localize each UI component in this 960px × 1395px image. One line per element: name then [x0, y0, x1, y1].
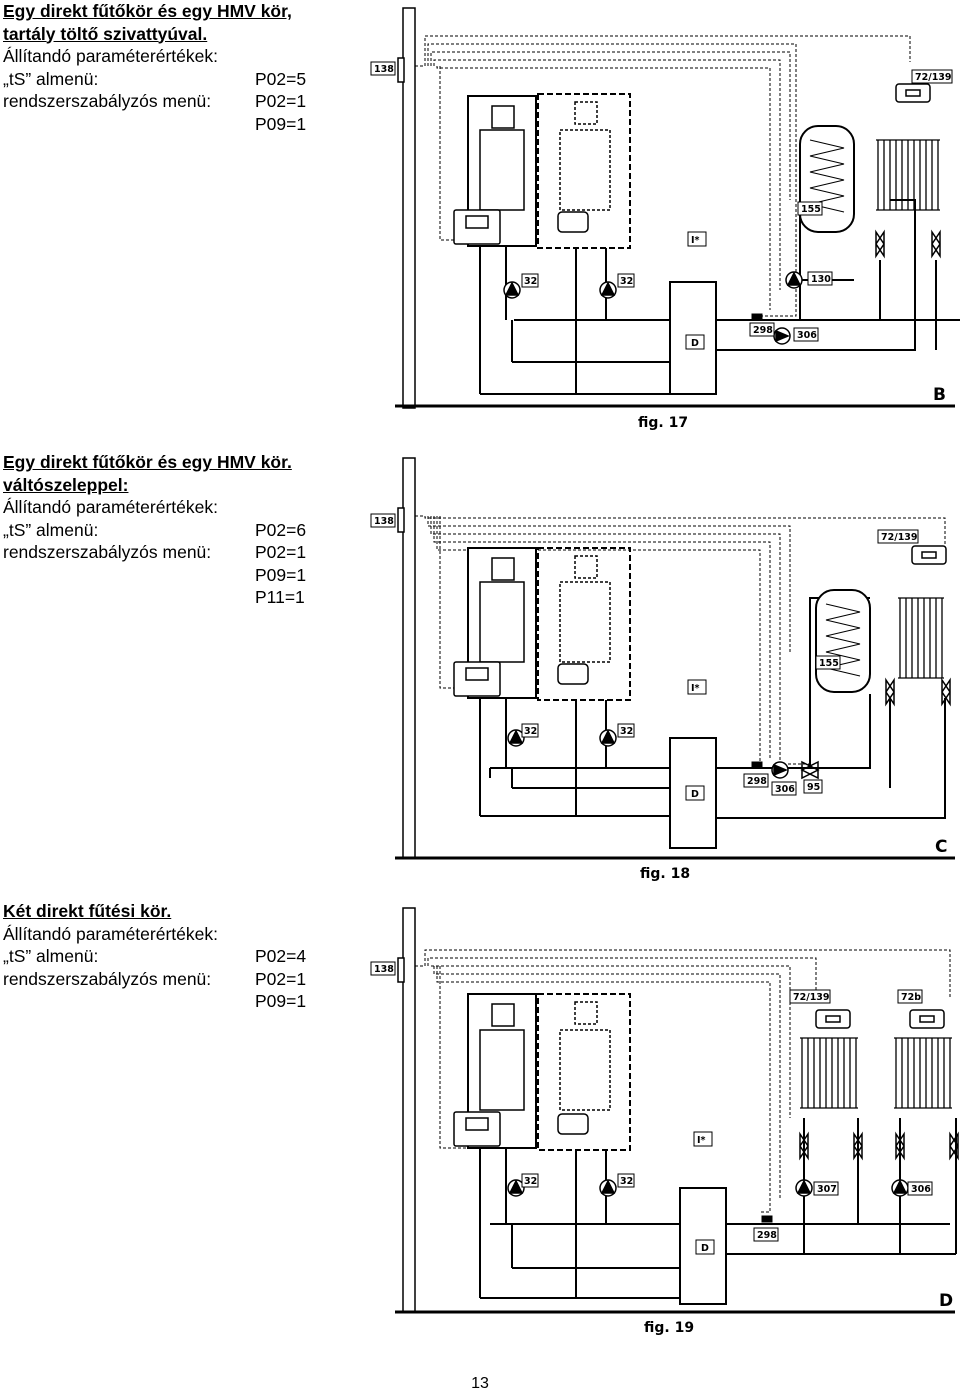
- label-thermostat: 72/139: [881, 532, 918, 543]
- settings-heading: Állítandó paraméterértékek:: [3, 923, 218, 944]
- corner-letter: C: [935, 837, 947, 857]
- figure-caption: fig. 19: [644, 1320, 694, 1336]
- param-label: rendszerszabályzós menü:: [3, 968, 212, 989]
- param-value: P02=5: [255, 68, 307, 89]
- section-1-text: Egy direkt fűtőkör és egy HMV kör, tartá…: [3, 0, 373, 135]
- figure-caption: fig. 18: [640, 866, 690, 882]
- label-separator: D: [691, 338, 699, 349]
- label-outdoor: 298: [747, 776, 767, 787]
- label-pump: 32: [620, 276, 633, 287]
- param-value: P02=1: [255, 968, 307, 989]
- section-title-line: Egy direkt fűtőkör és egy HMV kör.: [3, 452, 292, 472]
- param-label: [3, 586, 255, 609]
- param-label: rendszerszabályzós menü:: [3, 542, 212, 562]
- param-row: P09=1: [3, 113, 373, 136]
- param-row: „tS” almenü: P02=4: [3, 945, 373, 968]
- label-tank-pump: 130: [811, 274, 831, 285]
- section-3-text: Két direkt fűtési kör. Állítandó paramét…: [3, 900, 373, 1013]
- figure-caption: fig. 17: [638, 415, 688, 431]
- label-valve: I*: [691, 683, 700, 694]
- label-138: 138: [374, 964, 394, 975]
- param-value: P09=1: [255, 113, 307, 134]
- page-number: 13: [471, 1375, 489, 1392]
- label-pump: 32: [524, 726, 537, 737]
- label-heat-pump: 306: [797, 330, 817, 341]
- label-138: 138: [374, 64, 394, 75]
- label-thermostat: 72/139: [793, 992, 830, 1003]
- section-2-text: Egy direkt fűtőkör és egy HMV kör. váltó…: [3, 451, 373, 609]
- param-label: rendszerszabályzós menü:: [3, 91, 212, 111]
- section-title-line: Két direkt fűtési kör.: [3, 901, 172, 921]
- param-row: P09=1: [3, 564, 373, 587]
- label-thermostat-2: 72b: [901, 992, 921, 1003]
- label-pump: 32: [620, 726, 633, 737]
- param-label: „tS” almenü:: [3, 519, 99, 540]
- label-pump: 32: [620, 1176, 633, 1187]
- param-value: P02=6: [255, 519, 307, 540]
- param-value: P02=1: [255, 91, 307, 111]
- param-row: „tS” almenü: P02=6: [3, 519, 373, 542]
- label-valve: I*: [691, 235, 700, 246]
- param-label: „tS” almenü:: [3, 946, 99, 966]
- label-heat-pump: 306: [775, 784, 795, 795]
- label-separator: D: [691, 789, 699, 800]
- param-row: P11=1: [3, 586, 373, 609]
- section-title-line: Egy direkt fűtőkör és egy HMV kör,: [3, 1, 292, 21]
- label-pump: 32: [524, 276, 537, 287]
- settings-heading: Állítandó paraméterértékek:: [3, 46, 218, 66]
- param-value: P09=1: [255, 991, 307, 1011]
- corner-letter: D: [939, 1291, 953, 1311]
- param-label: „tS” almenü:: [3, 68, 99, 89]
- corner-letter: B: [933, 385, 946, 405]
- param-row: rendszerszabályzós menü: P02=1: [3, 968, 373, 991]
- label-pump-a: 307: [817, 1184, 837, 1195]
- param-value: P02=1: [255, 542, 307, 562]
- section-title-line: váltószeleppel:: [3, 474, 129, 495]
- param-row: rendszerszabályzós menü: P02=1: [3, 90, 373, 113]
- label-thermostat: 72/139: [915, 72, 952, 83]
- param-row: rendszerszabályzós menü: P02=1: [3, 541, 373, 564]
- figure-18-diagram: 138 72/139 155 32 32 I* 298 306 95 D C f…: [370, 448, 960, 888]
- section-title-line: tartály töltő szivattyúval.: [3, 23, 208, 44]
- param-row: „tS” almenü: P02=5: [3, 68, 373, 91]
- param-row: P09=1: [3, 990, 373, 1013]
- figure-19-diagram: 138 72/139 72b 32 32 I* 298 307 306 D D …: [370, 898, 960, 1338]
- label-pump-b: 306: [911, 1184, 931, 1195]
- param-label: [3, 990, 255, 1013]
- label-138: 138: [374, 516, 394, 527]
- label-outdoor: 298: [757, 1230, 777, 1241]
- figure-17-diagram: 138 72/139 155 130 32 32 I* 298 306 D B …: [370, 0, 960, 440]
- param-label: [3, 113, 255, 136]
- param-label: [3, 564, 255, 587]
- param-value: P02=4: [255, 946, 307, 966]
- param-value: P11=1: [255, 587, 305, 607]
- label-valve: I*: [697, 1135, 706, 1146]
- label-tank-sensor: 155: [801, 204, 821, 215]
- label-three-way: 95: [807, 782, 820, 793]
- param-value: P09=1: [255, 564, 307, 585]
- label-outdoor: 298: [753, 325, 773, 336]
- label-tank-sensor: 155: [819, 658, 839, 669]
- settings-heading: Állítandó paraméterértékek:: [3, 497, 218, 517]
- label-separator: D: [701, 1243, 709, 1254]
- label-pump: 32: [524, 1176, 537, 1187]
